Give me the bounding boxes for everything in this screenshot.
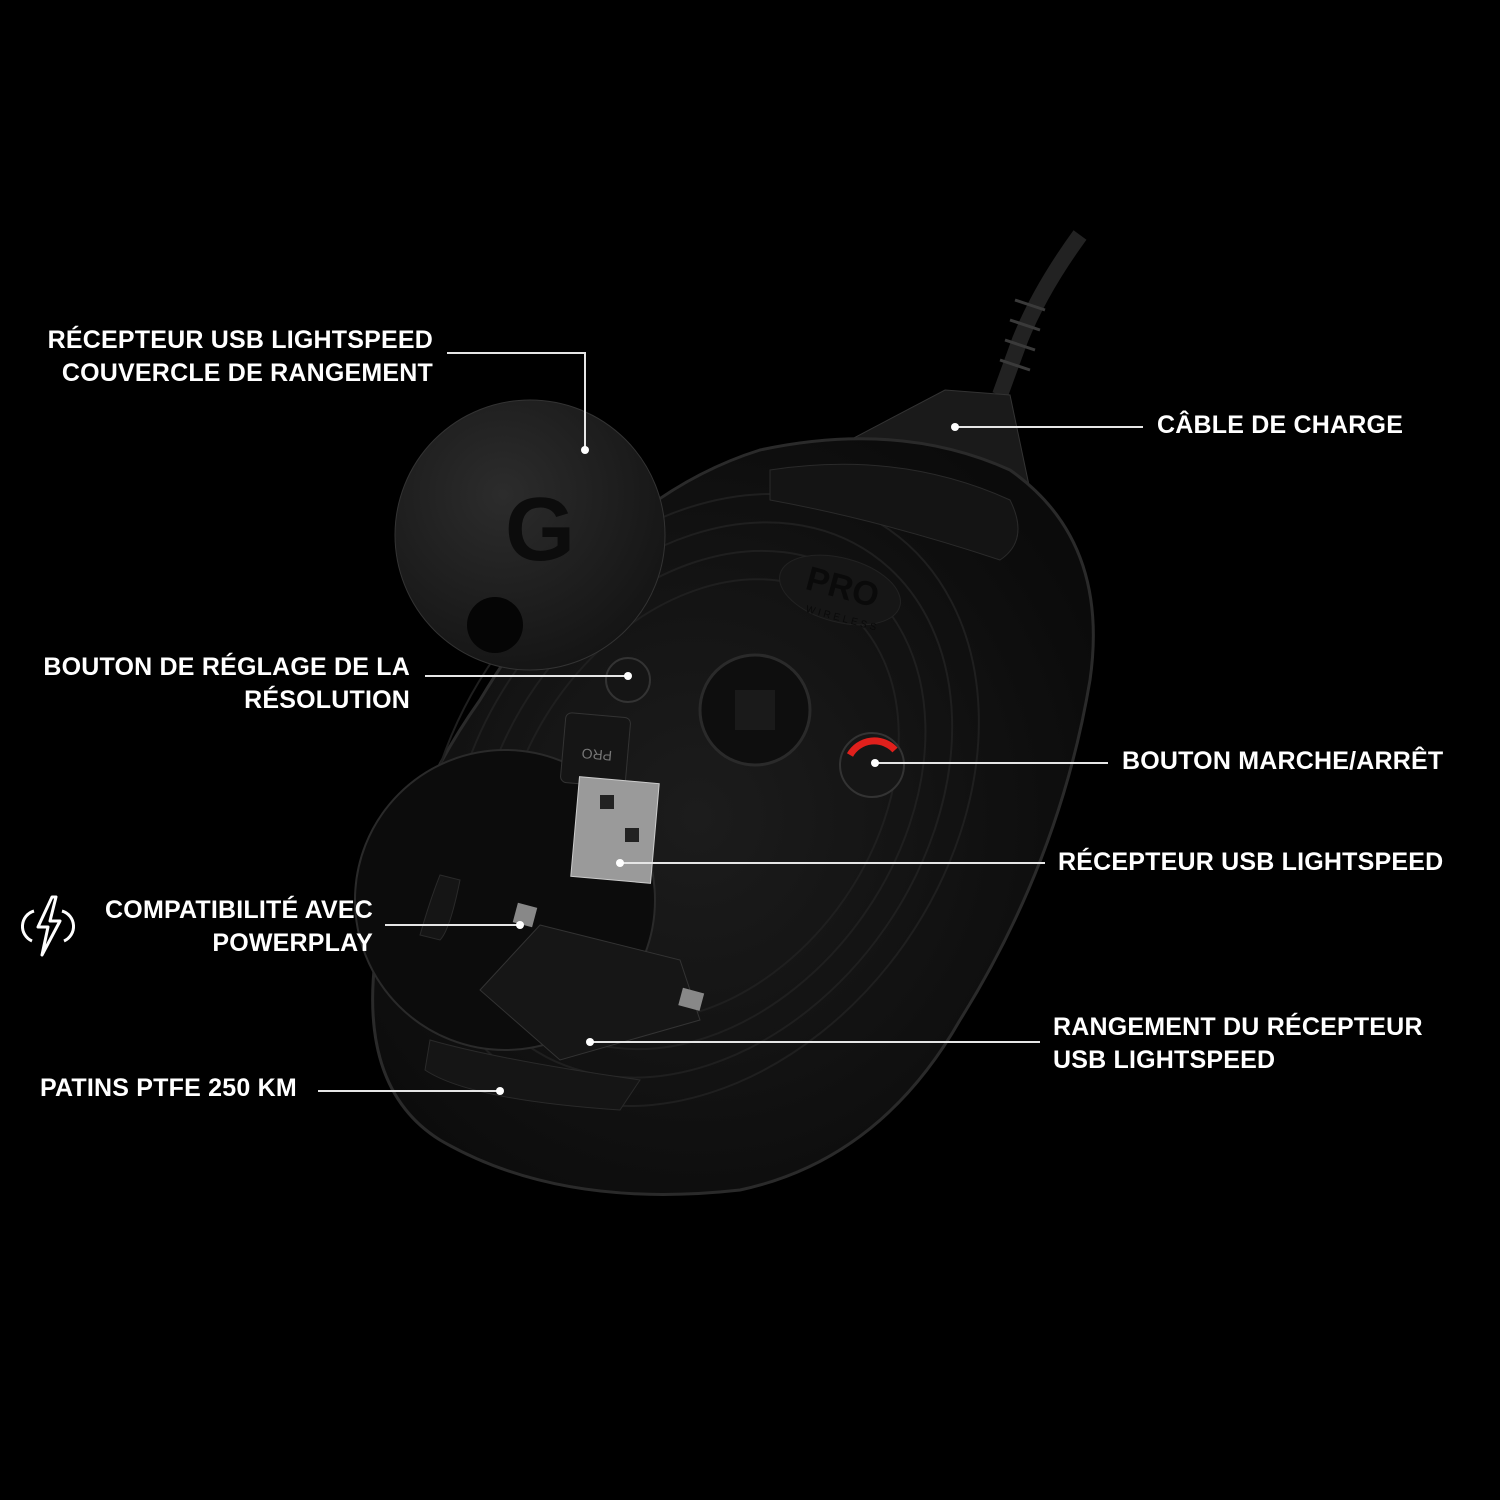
callout-line-1: COMPATIBILITÉ AVEC [105,896,373,924]
callout-line-1: BOUTON DE RÉGLAGE DE LA [43,653,410,681]
leader-line [447,352,586,354]
leader-dot [496,1087,504,1095]
callout-feet: PATINS PTFE 250 KM [40,1074,297,1102]
receiver-storage-slot [479,924,701,1061]
leader-line [318,1090,500,1092]
leader-line [620,862,1045,864]
storage-cover-disc: G [394,399,666,671]
leader-dot [581,446,589,454]
leader-line [590,1041,1040,1043]
leader-line [584,352,586,450]
usb-receiver: PRO [560,712,660,884]
leader-dot [871,759,879,767]
callout-usb-receiver: RÉCEPTEUR USB LIGHTSPEED [1058,848,1444,876]
dpi-button [605,657,651,703]
powerplay-charging-icon [21,895,75,957]
callout-line-1: RÉCEPTEUR USB LIGHTSPEED [47,326,433,354]
leader-line [955,426,1143,428]
leader-line [425,675,628,677]
callout-storage-cover: RÉCEPTEUR USB LIGHTSPEED COUVERCLE DE RA… [48,324,433,390]
ptfe-foot-left [419,874,461,941]
callout-charging-cable: CÂBLE DE CHARGE [1157,411,1404,439]
callout-powerplay: COMPATIBILITÉ AVEC POWERPLAY [105,894,373,960]
leader-line [385,924,520,926]
callout-dpi-button: BOUTON DE RÉGLAGE DE LA RÉSOLUTION [43,651,410,717]
leader-dot [516,921,524,929]
callout-line-2: POWERPLAY [212,929,373,957]
callout-line-2: RÉSOLUTION [244,686,410,714]
ptfe-foot-bottom [424,1039,641,1111]
leader-dot [586,1038,594,1046]
callout-line-2: USB LIGHTSPEED [1053,1046,1276,1074]
callout-line-2: COUVERCLE DE RANGEMENT [61,359,433,387]
charging-cable [992,230,1087,398]
leader-dot [624,672,632,680]
g-logo: G [505,480,575,580]
leader-dot [616,859,624,867]
leader-dot [951,423,959,431]
leader-line [875,762,1108,764]
receiver-pro-text: PRO [581,745,613,764]
callout-receiver-storage: RANGEMENT DU RÉCEPTEUR USB LIGHTSPEED [1053,1011,1423,1077]
callout-power-switch: BOUTON MARCHE/ARRÊT [1122,747,1444,775]
callout-line-1: RANGEMENT DU RÉCEPTEUR [1053,1013,1423,1041]
